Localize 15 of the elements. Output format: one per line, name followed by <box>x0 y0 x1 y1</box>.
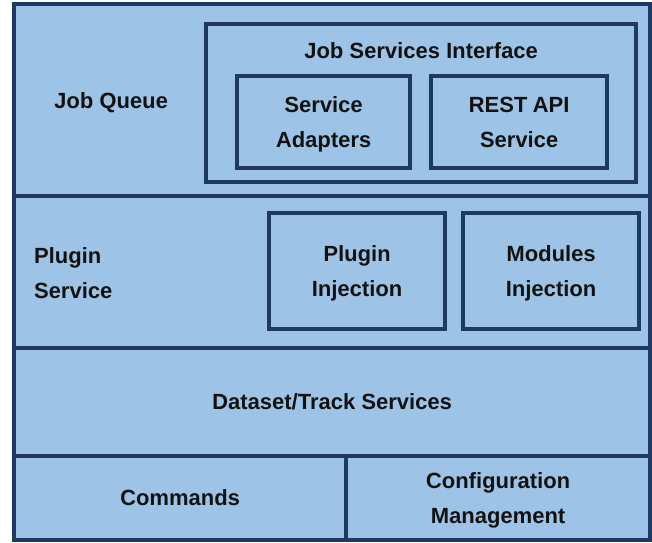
box-label: Job Services Interface <box>304 37 538 66</box>
panel-box <box>235 74 412 170</box>
box-label: Configuration Management <box>424 466 572 530</box>
box-label: REST API Service <box>468 90 570 154</box>
panel-box <box>429 74 609 170</box>
box-label: Commands <box>120 484 240 512</box>
box-label: Job Queue <box>54 87 168 116</box>
panel-box <box>461 211 641 331</box>
panel-box <box>267 211 447 331</box>
box-label: Plugin Service <box>34 242 114 305</box>
box-label: Service Adapters <box>274 90 372 154</box>
box-label: Dataset/Track Services <box>212 388 452 416</box>
box-label: Modules Injection <box>504 240 598 303</box>
box-label: Plugin Injection <box>310 240 404 303</box>
panel-box <box>204 22 638 184</box>
